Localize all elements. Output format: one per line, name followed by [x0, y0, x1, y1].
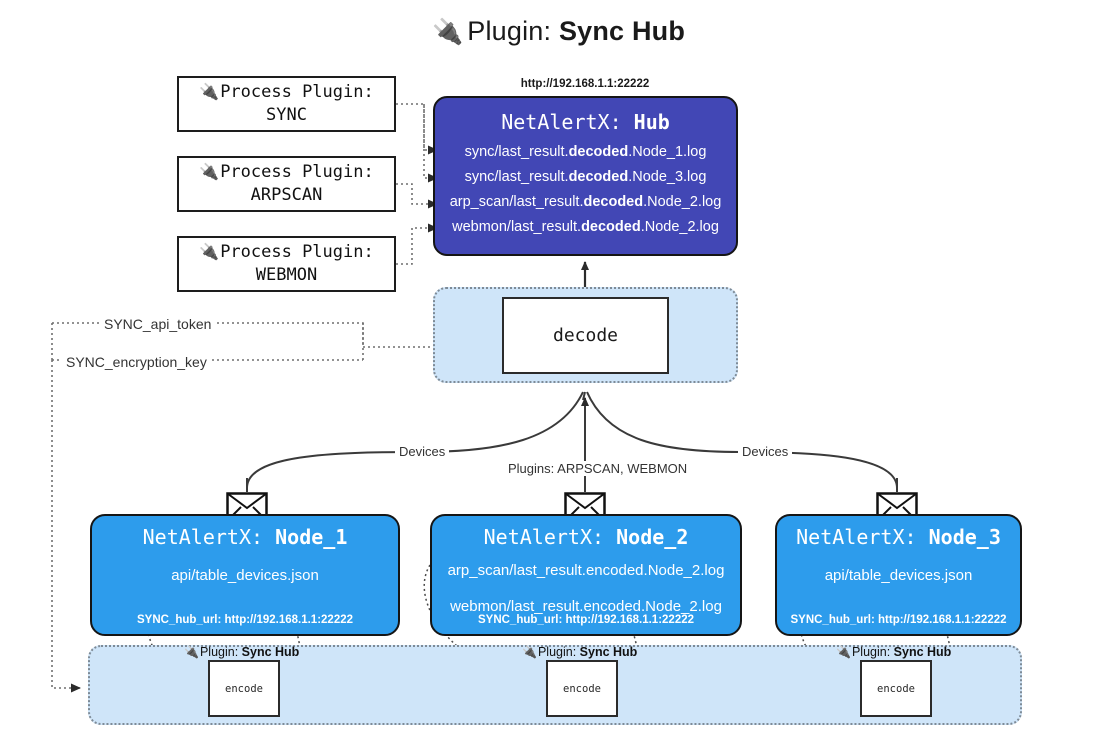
process-plugin-arpscan-box[interactable]: 🔌Process Plugin: ARPSCAN [177, 156, 396, 212]
node-title-name: Node_2 [616, 525, 689, 549]
electric-plug-icon: 🔌 [836, 645, 851, 659]
process-plugin-label: Process Plugin: [220, 242, 374, 263]
hub-title-prefix: NetAlertX: [501, 110, 622, 134]
log-bold: decoded [568, 168, 629, 185]
node-title: NetAlertX: Node_1 [92, 525, 398, 549]
process-plugin-label: Process Plugin: [220, 82, 374, 103]
electric-plug-icon: 🔌 [431, 18, 464, 46]
electric-plug-icon: 🔌 [522, 645, 537, 659]
process-plugin-name: SYNC [266, 105, 307, 125]
page-title: 🔌Plugin: Sync Hub [0, 16, 1117, 47]
log-pre: sync/last_result. [464, 168, 569, 185]
log-bold: decoded [568, 144, 629, 160]
hub-log-line: arp_scan/last_result.decoded.Node_2.log [435, 190, 736, 215]
page-title-name: Sync Hub [558, 16, 686, 46]
plugin-tag-name: Sync Hub [579, 645, 638, 659]
log-pre: sync/last_result. [464, 144, 569, 160]
node-title-name: Node_1 [275, 525, 348, 549]
plugin-tag-prefix: Plugin: [851, 645, 891, 659]
log-post: .Node_1.log [628, 144, 707, 160]
process-plugin-sync-box[interactable]: 🔌Process Plugin: SYNC [177, 76, 396, 132]
encode-box-node-2[interactable]: encode [546, 660, 618, 717]
plugin-tag-node-1: 🔌Plugin: Sync Hub [184, 645, 299, 659]
electric-plug-icon: 🔌 [184, 645, 199, 659]
hub-title-name: Hub [633, 110, 670, 134]
log-post: .Node_3.log [628, 168, 707, 185]
electric-plug-icon: 🔌 [199, 162, 220, 182]
node-hub-url-footer: SYNC_hub_url: http://192.168.1.1:22222 [477, 614, 695, 626]
electric-plug-icon: 🔌 [199, 242, 220, 262]
devices-label-right: Devices [738, 444, 793, 459]
encode-box-node-3[interactable]: encode [860, 660, 932, 717]
node-path-line: api/table_devices.json [824, 567, 973, 584]
plugin-tag-name: Sync Hub [241, 645, 300, 659]
log-pre: arp_scan/last_result. [449, 193, 584, 210]
plugins-label-middle: Plugins: ARPSCAN, WEBMON [504, 461, 692, 476]
node-title: NetAlertX: Node_2 [432, 525, 740, 549]
plugin-tag-name: Sync Hub [893, 645, 952, 659]
hub-node-box[interactable]: NetAlertX: Hub sync/last_result.decoded.… [433, 96, 738, 256]
devices-label-left: Devices [395, 444, 450, 459]
process-plugin-webmon-box[interactable]: 🔌Process Plugin: WEBMON [177, 236, 396, 292]
hub-log-line: sync/last_result.decoded.Node_3.log [435, 165, 736, 190]
log-post: .Node_2.log [643, 193, 722, 210]
plugin-tag-prefix: Plugin: [199, 645, 239, 659]
node-title-prefix: NetAlertX: [142, 525, 264, 549]
page-title-prefix: Plugin: [467, 16, 552, 46]
hub-log-line: webmon/last_result.decoded.Node_2.log [435, 215, 736, 240]
node-title: NetAlertX: Node_3 [777, 525, 1020, 549]
node-box-node-3[interactable]: NetAlertX: Node_3 api/table_devices.json… [775, 514, 1022, 636]
decode-box[interactable]: decode [502, 297, 669, 374]
hub-url-label: http://192.168.1.1:22222 [520, 78, 650, 90]
node-path-line: arp_scan/last_result.encoded.Node_2.log [447, 562, 725, 579]
log-bold: decoded [581, 218, 641, 235]
sync-encryption-key-label: SYNC_encryption_key [62, 354, 211, 370]
node-title-prefix: NetAlertX: [796, 525, 917, 549]
encode-box-node-1[interactable]: encode [208, 660, 280, 717]
node-hub-url-footer: SYNC_hub_url: http://192.168.1.1:22222 [136, 614, 354, 626]
hub-log-line: sync/last_result.decoded.Node_1.log [435, 140, 736, 165]
log-bold: decoded [583, 193, 644, 210]
node-title-name: Node_3 [928, 525, 1001, 549]
node-path-line: api/table_devices.json [171, 567, 319, 584]
plugin-tag-node-2: 🔌Plugin: Sync Hub [522, 645, 637, 659]
node-title-prefix: NetAlertX: [483, 525, 605, 549]
hub-title: NetAlertX: Hub [435, 110, 736, 134]
sync-api-token-label: SYNC_api_token [100, 316, 216, 332]
plugin-tag-prefix: Plugin: [537, 645, 577, 659]
node-hub-url-footer: SYNC_hub_url: http://192.168.1.1:22222 [790, 614, 1007, 626]
node-box-node-1[interactable]: NetAlertX: Node_1 api/table_devices.json… [90, 514, 400, 636]
node-path-line: webmon/last_result.encoded.Node_2.log [450, 597, 722, 615]
electric-plug-icon: 🔌 [199, 82, 220, 102]
log-pre: webmon/last_result. [452, 218, 582, 235]
process-plugin-label: Process Plugin: [220, 162, 374, 183]
plugin-tag-node-3: 🔌Plugin: Sync Hub [836, 645, 951, 659]
log-post: .Node_2.log [640, 218, 719, 235]
node-box-node-2[interactable]: NetAlertX: Node_2 arp_scan/last_result.e… [430, 514, 742, 636]
process-plugin-name: ARPSCAN [250, 185, 323, 205]
process-plugin-name: WEBMON [255, 265, 318, 285]
